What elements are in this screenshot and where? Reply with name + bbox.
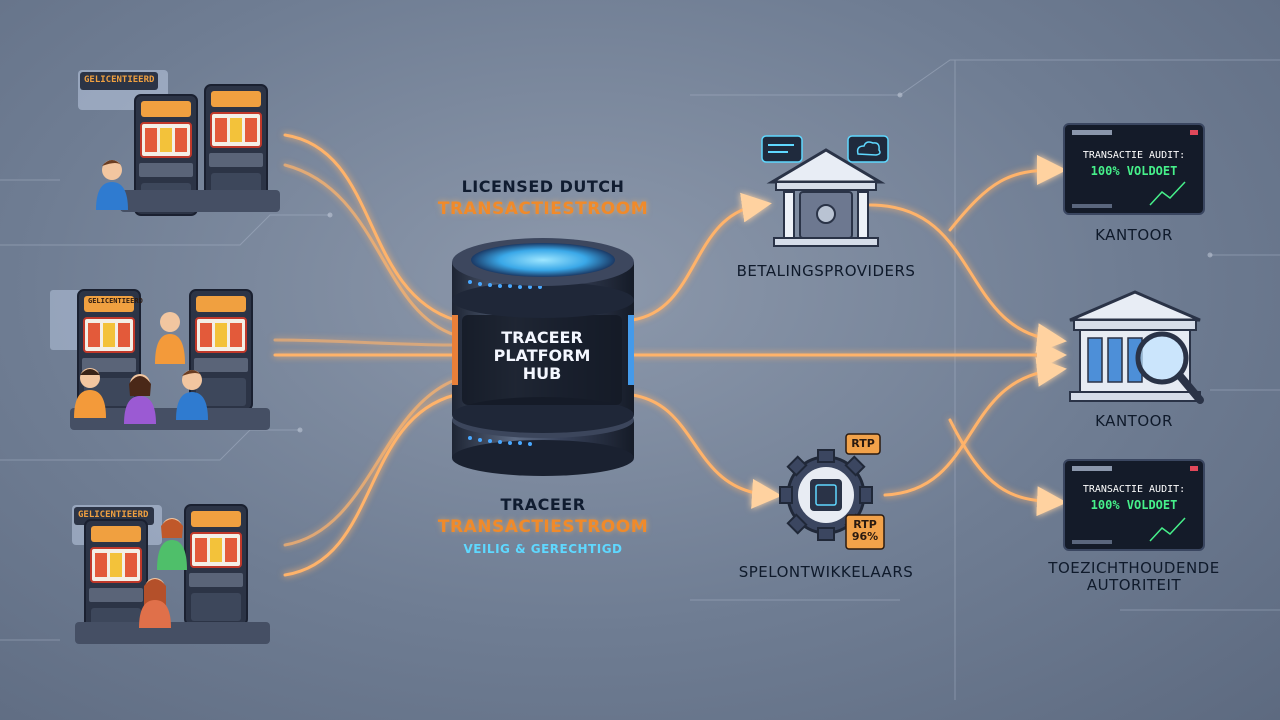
casino-cluster-1	[78, 70, 280, 216]
hub-label-line3: HUB	[522, 364, 562, 383]
authority-label-line2: AUTORITEIT	[1086, 576, 1182, 594]
casino-cluster-3	[72, 504, 270, 644]
rtp-badge-2-line1: RTP	[853, 518, 877, 531]
flow-casino2-hub-b	[273, 338, 457, 347]
flow-casino1-hub	[283, 133, 457, 322]
office-top-label: KANTOOR	[1095, 226, 1173, 244]
audit-top-title: TRANSACTIE AUDIT:	[1082, 150, 1186, 161]
audit-panel-top	[1063, 123, 1205, 215]
authority-label-line1: TOEZICHTHOUDENDE	[1048, 559, 1220, 577]
authority-label: TOEZICHTHOUDENDE AUTORITEIT	[1044, 560, 1224, 594]
flow-office-audit2	[948, 418, 1067, 517]
office-middle-label: KANTOOR	[1095, 412, 1173, 430]
audit-bottom-title: TRANSACTIE AUDIT:	[1082, 484, 1186, 495]
casino-2-sign: GELICENTIEERD	[88, 297, 143, 305]
bank-icon	[766, 148, 886, 247]
rtp-badge-1	[845, 433, 881, 455]
flow-casino3-hub-b	[283, 378, 457, 547]
center-bottom-line2: TRANSACTIESTROOM	[437, 517, 649, 537]
flow-payments-audit1	[948, 155, 1067, 232]
hub-label-line2: PLATFORM	[493, 346, 591, 365]
payments-label: BETALINGSPROVIDERS	[736, 262, 916, 280]
flow-payments-office	[868, 203, 1067, 354]
hub-disk-main	[452, 300, 634, 433]
center-bottom-line1: TRACEER	[500, 495, 586, 514]
flow-hub-payments	[630, 192, 772, 322]
gear-chip-icon	[779, 449, 873, 541]
rtp-badge-2	[845, 514, 885, 550]
magnifier-icon	[1135, 331, 1204, 404]
audit-bottom-value: 100% VOLDOET	[1090, 498, 1178, 512]
hub-label: TRACEER PLATFORM HUB	[462, 329, 622, 383]
flow-casino3-hub	[283, 393, 457, 577]
office-building-icon	[1069, 290, 1201, 402]
center-top-line2: TRANSACTIESTROOM	[437, 199, 649, 219]
cloud-chat-icon	[847, 135, 889, 163]
hub-label-line1: TRACEER	[501, 328, 583, 347]
flow-casino1-hub-b	[283, 163, 457, 337]
casino-cluster-2	[50, 289, 270, 430]
rtp-badge-2-text: RTP 96%	[846, 519, 884, 543]
chat-bubble-icon	[761, 135, 803, 163]
audit-panel-bottom	[1063, 459, 1205, 551]
casino-1-sign: GELICENTIEERD	[84, 75, 155, 85]
audit-top-value: 100% VOLDOET	[1090, 164, 1178, 178]
rtp-badge-2-line2: 96%	[851, 530, 879, 543]
developers-label: SPELONTWIKKELAARS	[738, 563, 914, 581]
center-bottom-line3: VEILIG & GERECHTIGD	[463, 542, 623, 556]
center-top-line1: LICENSED DUTCH	[461, 177, 625, 196]
hub-disk-top	[452, 238, 634, 318]
flow-hub-developers	[630, 393, 782, 509]
flow-developers-office	[883, 356, 1067, 497]
casino-3-sign: GELICENTIEERD	[78, 510, 149, 520]
rtp-badge-1-text: RTP	[851, 437, 875, 450]
